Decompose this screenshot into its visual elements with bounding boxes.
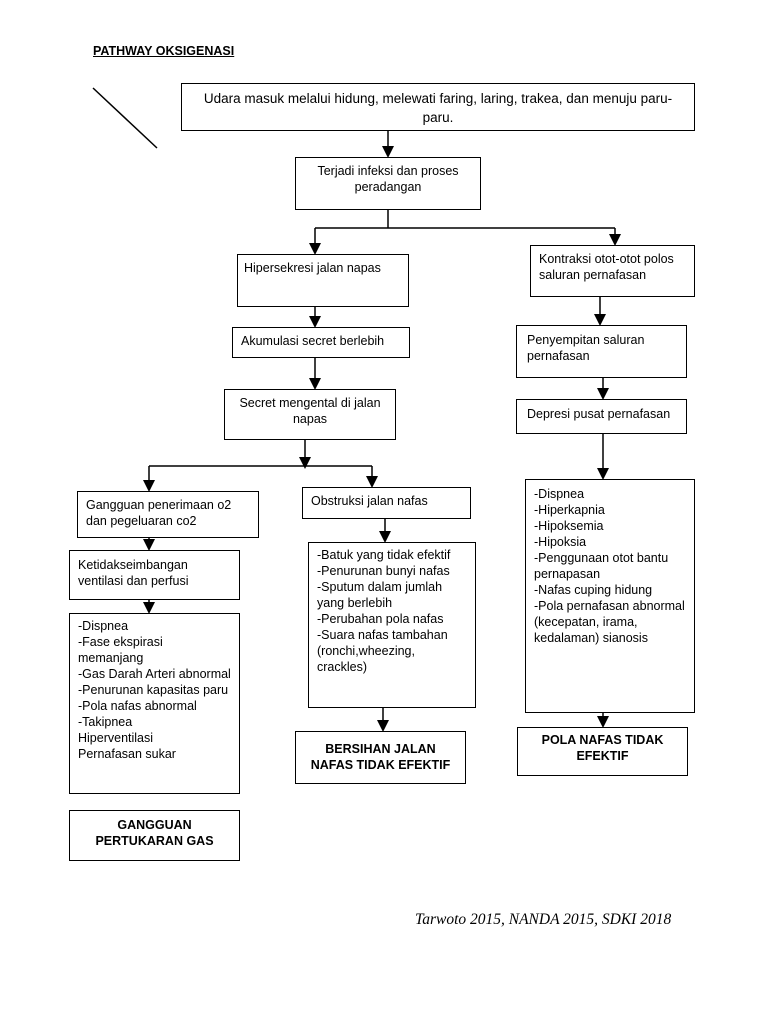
node-depresi: Depresi pusat pernafasan bbox=[516, 399, 687, 434]
node-kontraksi: Kontraksi otot-otot polos saluran pernaf… bbox=[530, 245, 695, 297]
node-obstruksi: Obstruksi jalan nafas bbox=[302, 487, 471, 519]
list-item: -Sputum dalam jumlah yang berlebih bbox=[317, 580, 443, 610]
diagnosis-middle: BERSIHAN JALAN NAFAS TIDAK EFEKTIF bbox=[295, 731, 466, 784]
symptom-list-middle: -Batuk yang tidak efektif -Penurunan bun… bbox=[308, 542, 476, 708]
list-item: -Takipnea bbox=[78, 715, 133, 729]
list-item: -Penurunan bunyi nafas bbox=[317, 564, 450, 578]
list-item: Hiperventilasi bbox=[78, 731, 154, 745]
diagnosis-left: GANGGUAN PERTUKARAN GAS bbox=[69, 810, 240, 861]
list-item: -Pola pernafasan abnormal (kecepatan, ir… bbox=[534, 599, 685, 645]
list-item: -Hipoksia bbox=[534, 535, 587, 549]
symptom-list-left: -Dispnea -Fase ekspirasi memanjang -Gas … bbox=[69, 613, 240, 794]
node-secret: Secret mengental di jalan napas bbox=[224, 389, 396, 440]
node-akumulasi: Akumulasi secret berlebih bbox=[232, 327, 410, 358]
list-item: -Pola nafas abnormal bbox=[78, 699, 197, 713]
list-item: -Perubahan pola nafas bbox=[317, 612, 444, 626]
list-item: -Dispnea bbox=[78, 619, 129, 633]
list-item: -Fase ekspirasi memanjang bbox=[78, 635, 163, 665]
diagnosis-right: POLA NAFAS TIDAK EFEKTIF bbox=[517, 727, 688, 776]
page-title: PATHWAY OKSIGENASI bbox=[93, 44, 235, 58]
node-ketidakseimbangan: Keti­dakseimbangan ventilasi dan perfusi bbox=[69, 550, 240, 600]
node-udara: Udara masuk melalui hidung, melewati far… bbox=[181, 83, 695, 131]
list-item: -Gas Darah Arteri abnormal bbox=[78, 667, 231, 681]
list-item: -Dispnea bbox=[534, 487, 585, 501]
node-hipersekresi: Hipersekresi jalan napas bbox=[237, 254, 409, 307]
list-item: -Nafas cuping hidung bbox=[534, 583, 653, 597]
list-item: -Hipoksemia bbox=[534, 519, 604, 533]
citation: Tarwoto 2015, NANDA 2015, SDKI 2018 bbox=[415, 911, 672, 928]
list-item: -Penurunan kapasitas paru bbox=[78, 683, 229, 697]
list-item: -Batuk yang tidak efektif bbox=[317, 548, 451, 562]
node-gangguan-penerimaan: Gangguan penerimaan o2 dan pegeluaran co… bbox=[77, 491, 259, 538]
list-item: -Penggunaan otot bantu pernapasan bbox=[534, 551, 669, 581]
node-infeksi: Terjadi infeksi dan proses peradangan bbox=[295, 157, 481, 210]
list-item: -Hiperkapnia bbox=[534, 503, 605, 517]
symptom-list-right: -Dispnea -Hiperkapnia -Hipoksemia -Hipok… bbox=[525, 479, 695, 713]
diagonal-line bbox=[92, 87, 158, 149]
list-item: -Suara nafas tambahan (ronchi,wheezing, … bbox=[317, 628, 448, 674]
node-penyempitan: Penyempitan saluran pernafasan bbox=[516, 325, 687, 378]
list-item: Pernafasan sukar bbox=[78, 747, 176, 761]
